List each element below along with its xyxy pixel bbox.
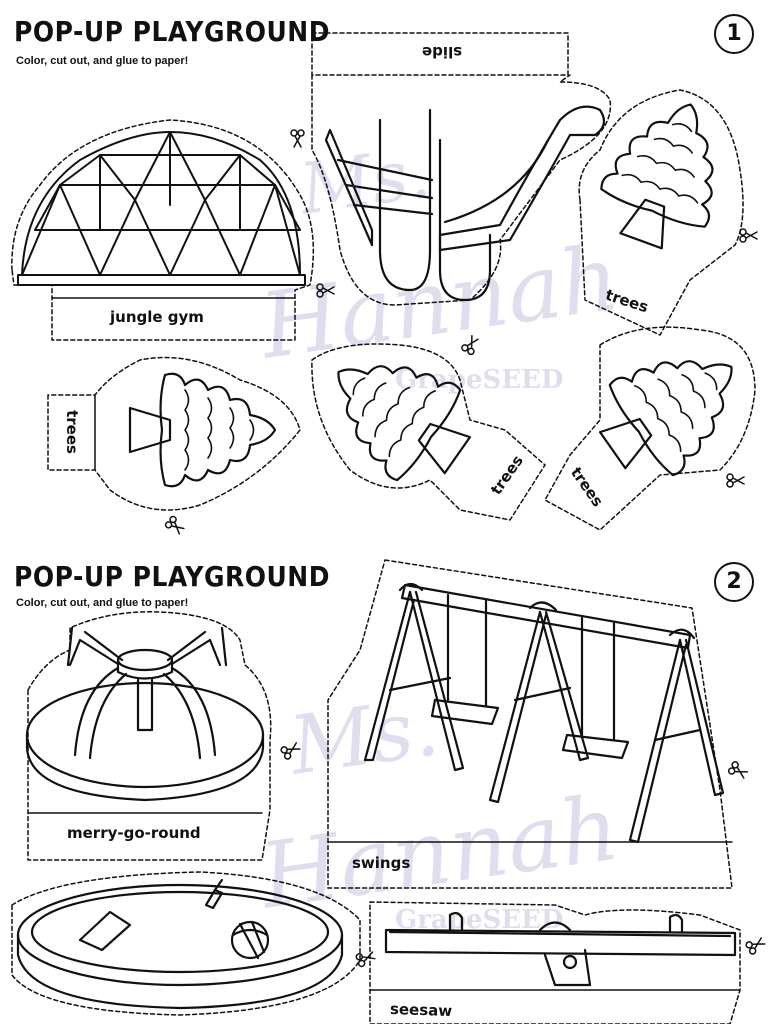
slide-drawing (324, 105, 606, 302)
sheet-number-1: 1 (714, 14, 754, 54)
swings-drawing (363, 582, 725, 844)
scissors-icon (163, 514, 187, 538)
jungle-gym-label: jungle gym (110, 308, 204, 326)
page-subtitle-2: Color, cut out, and glue to paper! (16, 597, 189, 609)
jungle-gym-drawing (17, 131, 306, 286)
scissors-icon (290, 129, 305, 148)
scissors-icon (726, 759, 750, 782)
slide-label: slide (422, 43, 463, 61)
swings-cut-line (327, 559, 733, 889)
scissors-icon (726, 473, 745, 488)
jungle-gym-cut-line (11, 119, 315, 341)
page-title-1: POP-UP PLAYGROUND (14, 15, 330, 48)
slide-cut-line (311, 74, 612, 306)
scissors-icon (354, 948, 377, 969)
seesaw-cut-line (369, 901, 741, 1024)
page-title-2: POP-UP PLAYGROUND (14, 560, 330, 593)
tree-3-cut-line (311, 343, 546, 521)
scissors-icon (459, 333, 482, 357)
tree-4-drawing (579, 319, 765, 498)
tree-1-cut-line (578, 89, 744, 336)
merry-go-round-drawing (25, 626, 265, 802)
slide-label-box (311, 32, 569, 76)
swings-label: swings (352, 854, 411, 872)
seesaw-drawing (384, 911, 737, 987)
seesaw-label: seesaw (389, 999, 453, 1021)
sheet-number-2: 2 (714, 562, 754, 602)
tree-3-drawing (305, 324, 491, 503)
tree-2-drawing (128, 372, 277, 488)
tree-2-cut-line (47, 356, 301, 511)
trees-label-2: trees (62, 410, 81, 454)
scissors-icon (279, 739, 303, 762)
scissors-icon (744, 934, 768, 957)
sandbox-drawing (16, 878, 344, 1010)
tree-1-drawing (587, 84, 745, 262)
scissors-icon (739, 228, 758, 243)
tree-4-cut-line (544, 326, 756, 531)
merry-go-round-label: merry-go-round (67, 824, 201, 842)
scissors-icon (316, 283, 335, 298)
page-subtitle-1: Color, cut out, and glue to paper! (16, 55, 189, 67)
merry-go-round-cut-line (27, 611, 272, 861)
